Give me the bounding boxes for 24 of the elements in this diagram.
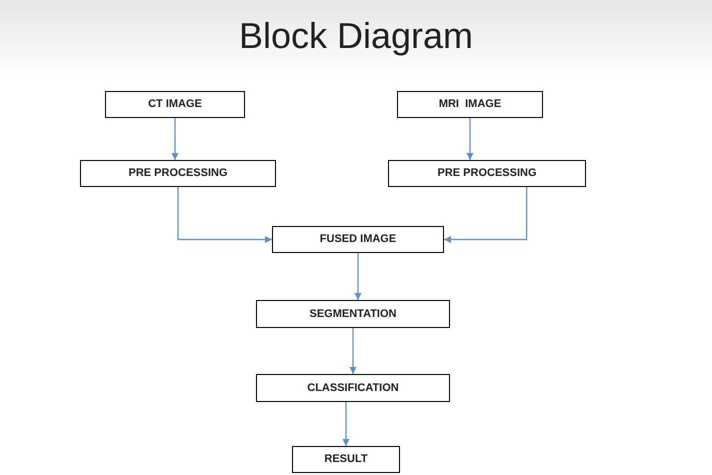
box-label: MRI IMAGE: [438, 97, 502, 112]
process-box: [256, 374, 450, 402]
process-box: [256, 300, 450, 328]
box-label: PRE PROCESSING: [128, 166, 228, 182]
box-label: CLASSIFICATION: [307, 380, 399, 396]
process-box: [292, 446, 400, 473]
box-label: PRE PROCESSING: [437, 166, 537, 182]
process-box: [397, 91, 543, 118]
arrow: [172, 118, 178, 160]
arrow: [354, 253, 362, 300]
box-label: RESULT: [324, 452, 368, 468]
process-box: [272, 226, 444, 253]
arrow: [177, 187, 272, 243]
diagram-title: Block Diagram: [238, 18, 474, 54]
process-box: [80, 160, 276, 187]
process-box: [105, 91, 245, 118]
box-label: SEGMENTATION: [310, 306, 396, 322]
arrow: [466, 118, 474, 160]
box-label: CT IMAGE: [148, 97, 202, 112]
box-label: FUSED IMAGE: [320, 232, 396, 248]
process-box: [388, 160, 586, 187]
arrow: [342, 402, 350, 446]
arrow: [444, 187, 528, 243]
arrow: [350, 328, 356, 374]
